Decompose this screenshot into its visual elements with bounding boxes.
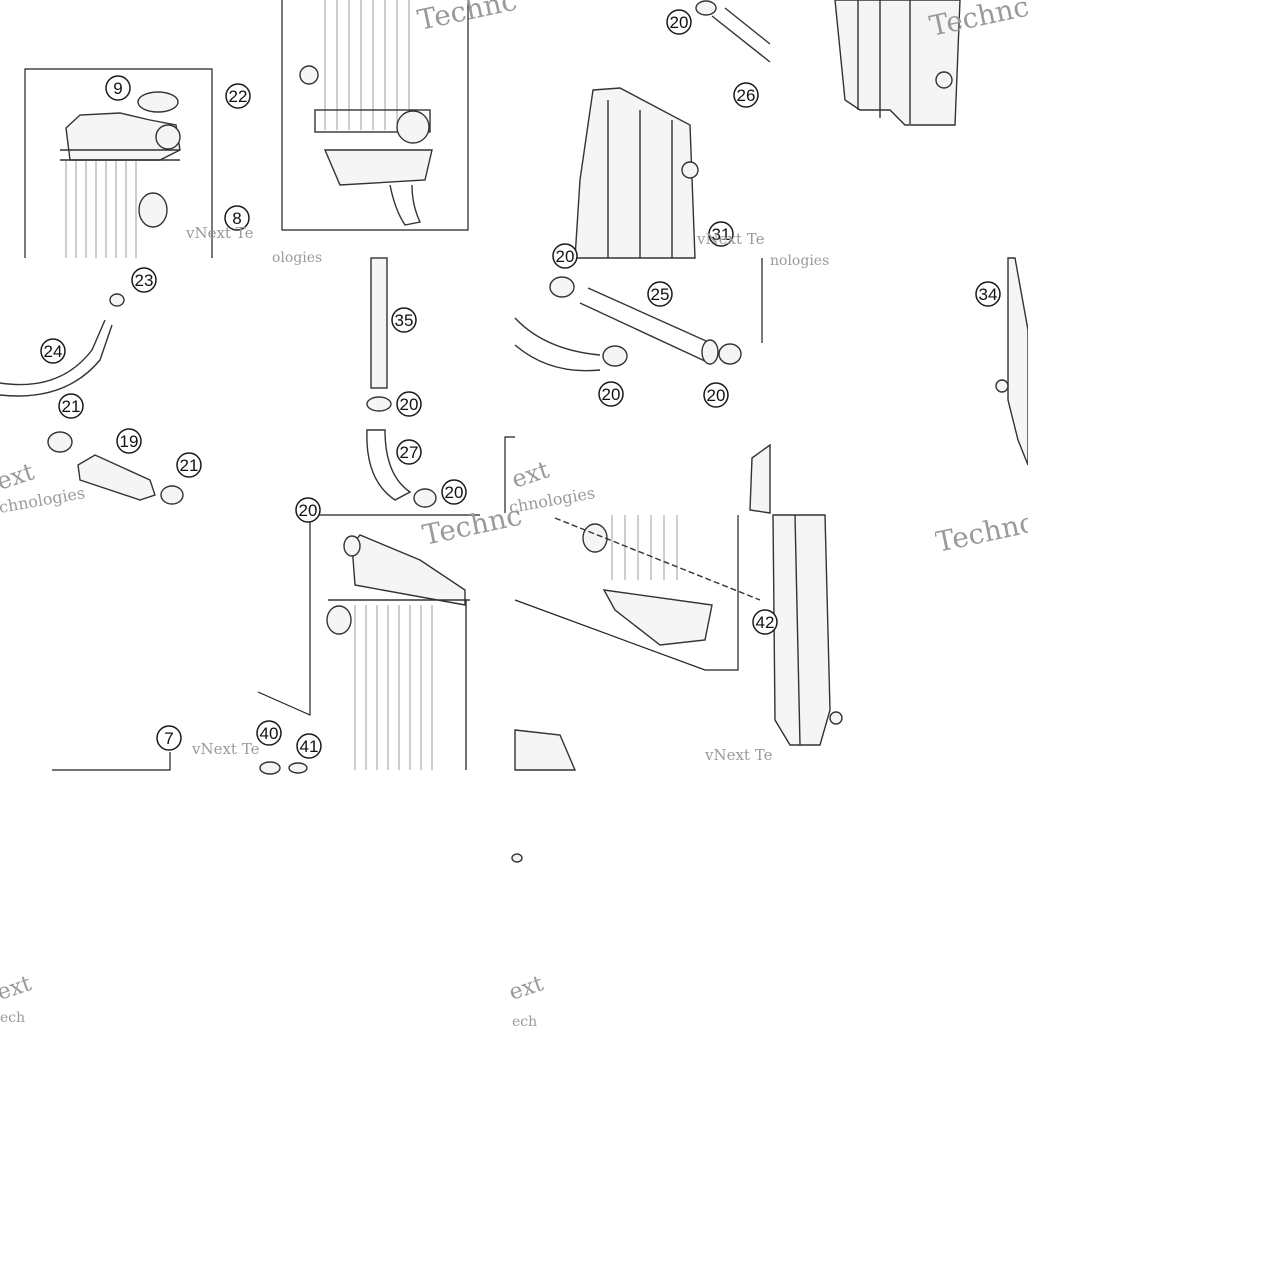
callout-27: 27 (396, 439, 422, 465)
callout-label: 20 (707, 386, 726, 405)
callout-label: 20 (556, 247, 575, 266)
callout-label: 42 (756, 613, 775, 632)
callout-20-mid-right: 20 (703, 382, 729, 408)
callout-21-right: 21 (176, 452, 202, 478)
watermark-text: ext (0, 971, 35, 1005)
callout-label: 21 (180, 456, 199, 475)
callout-31: 31 (708, 221, 734, 247)
watermark-text: ext (506, 971, 546, 1005)
hoses-row2-middle (504, 258, 763, 513)
radiator-top-center (281, 0, 469, 231)
shroud-edge-right (995, 257, 1029, 466)
callout-26: 26 (733, 82, 759, 108)
callout-20-lower: 20 (295, 497, 321, 523)
callout-label: 20 (670, 13, 689, 32)
watermark-text: ext (508, 455, 553, 493)
radiator-fins-left (65, 160, 137, 258)
watermark-text: vNext Te (185, 224, 254, 242)
callout-label: 22 (229, 87, 248, 106)
callout-20-pipe: 20 (396, 391, 422, 417)
watermark-text: ech (0, 1010, 25, 1026)
callout-label: 21 (62, 397, 81, 416)
shroud-top-right (834, 0, 961, 126)
watermark-text: Technc (927, 0, 1032, 43)
callout-label: 9 (113, 79, 122, 98)
callout-35: 35 (391, 307, 417, 333)
radiator-fins-center (324, 0, 410, 130)
radiator-fins-bottom (611, 515, 678, 580)
watermark-text: ologies (272, 250, 322, 266)
callout-40: 40 (256, 720, 282, 746)
callout-19: 19 (116, 428, 142, 454)
callout-label: 40 (260, 724, 279, 743)
pipe-and-hose-row2-center (366, 257, 437, 508)
watermark-text: Technc (933, 506, 1038, 559)
callout-label: 20 (299, 501, 318, 520)
radiator-fins-lower (354, 605, 433, 770)
watermark-text: ext (0, 457, 38, 495)
callout-20-top: 20 (666, 9, 692, 35)
callout-label: 20 (445, 483, 464, 502)
callout-20-partial: 20 (552, 243, 578, 269)
callout-label: 35 (395, 311, 414, 330)
callout-9: 9 (105, 75, 131, 101)
callout-7: 7 (156, 725, 182, 751)
callout-label: 27 (400, 443, 419, 462)
expansion-tank-assembly (24, 68, 213, 258)
callout-label: 31 (712, 225, 731, 244)
callout-label: 19 (120, 432, 139, 451)
hose-and-shroud-top (574, 0, 771, 259)
callout-label: 34 (979, 285, 998, 304)
callout-22: 22 (225, 83, 251, 109)
watermark-text: ech (512, 1014, 537, 1030)
callout-42: 42 (752, 609, 778, 635)
callout-24: 24 (40, 338, 66, 364)
watermark-text: vNext Te (696, 230, 765, 248)
callout-34: 34 (975, 281, 1001, 307)
radiator-assembly-lower (52, 514, 480, 775)
callout-label: 26 (737, 86, 756, 105)
radiator-bottom-and-shroud (514, 443, 843, 771)
callout-label: 7 (164, 729, 173, 748)
watermark-text: Technc (415, 0, 520, 37)
watermark-text: nologies (770, 253, 829, 269)
watermark-text: vNext Te (704, 746, 773, 764)
callout-8: 8 (224, 205, 250, 231)
callout-label: 24 (44, 342, 63, 361)
callout-label: 8 (232, 209, 241, 228)
hoses-row2-left (0, 293, 184, 505)
callout-41: 41 (296, 733, 322, 759)
callout-23: 23 (131, 267, 157, 293)
callout-label: 20 (602, 385, 621, 404)
callout-label: 23 (135, 271, 154, 290)
callout-20-mid-left: 20 (598, 381, 624, 407)
callout-25: 25 (647, 281, 673, 307)
fragment-row4 (511, 853, 523, 863)
callout-label: 41 (300, 737, 319, 756)
callout-label: 20 (400, 395, 419, 414)
callout-21-left: 21 (58, 393, 84, 419)
callout-label: 25 (651, 285, 670, 304)
watermark-text: vNext Te (191, 740, 260, 758)
callout-20-hose: 20 (441, 479, 467, 505)
